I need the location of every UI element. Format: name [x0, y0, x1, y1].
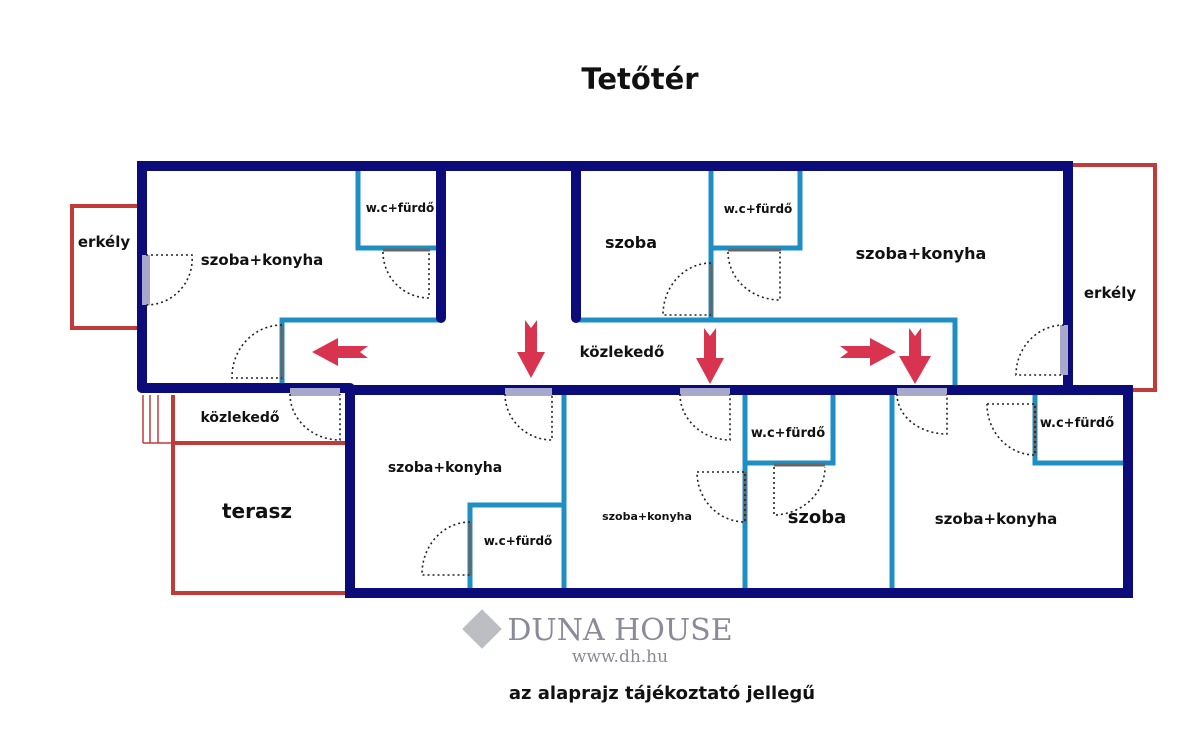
arrow-down-icon [899, 328, 931, 384]
room-label: szoba [605, 233, 657, 252]
room-label: szoba+konyha [602, 510, 692, 523]
room-label: szoba+konyha [856, 244, 987, 263]
room-label: közlekedő [580, 343, 665, 361]
entrance-arrows [312, 320, 931, 384]
room-label: w.c+fürdő [366, 201, 435, 215]
room-label: szoba+konyha [388, 460, 502, 476]
room-label: szoba+konyha [935, 510, 1058, 528]
room-label: w.c+fürdő [1040, 416, 1114, 431]
doors [142, 248, 1068, 576]
arrow-down-icon [696, 328, 724, 384]
watermark-brand: DUNA HOUSE [507, 613, 732, 648]
room-label: terasz [222, 499, 292, 523]
disclaimer: az alaprajz tájékoztató jellegű [509, 683, 815, 704]
room-labels: erkély szoba+konyha w.c+fürdő szoba w.c+… [78, 201, 1136, 548]
room-label: szoba [788, 507, 847, 528]
room-label: szoba+konyha [201, 251, 324, 269]
room-label: w.c+fürdő [484, 534, 553, 548]
room-label: w.c+fürdő [751, 426, 825, 441]
room-label: w.c+fürdő [724, 202, 793, 216]
watermark-url: www.dh.hu [572, 647, 668, 667]
watermark-logo-icon [462, 609, 502, 649]
watermark: DUNA HOUSE www.dh.hu [462, 609, 733, 667]
arrow-right-icon [840, 338, 896, 366]
room-label: erkély [1084, 284, 1136, 302]
room-label: erkély [78, 233, 130, 251]
balcony-walls [70, 163, 1157, 595]
arrow-left-icon [312, 338, 368, 366]
room-label: közlekedő [200, 410, 279, 426]
plan-title: Tetőtér [581, 62, 699, 96]
exterior-walls [137, 161, 1133, 598]
arrow-down-icon [517, 320, 545, 378]
